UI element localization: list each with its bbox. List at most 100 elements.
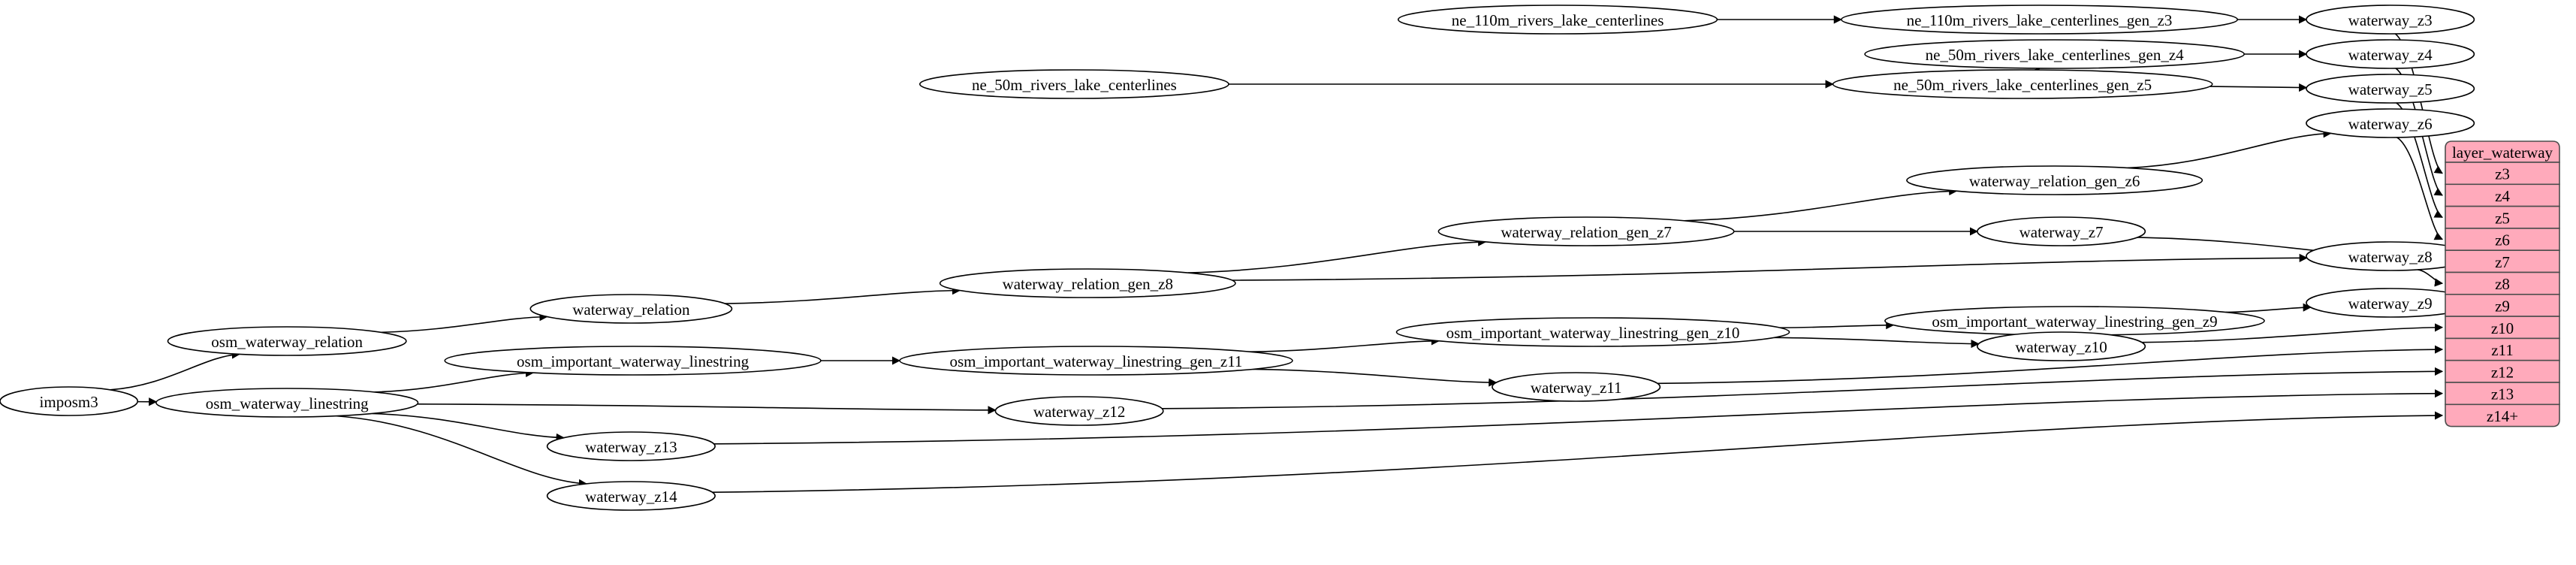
table-row-label: z8: [2495, 275, 2510, 293]
layer-waterway-table: layer_waterway z3 z4 z5 z6 z7 z8 z9 z10 z11 z12 z13…: [2445, 140, 2560, 428]
node-label: ne_110m_rivers_lake_centerlines: [1452, 11, 1664, 29]
graph-node-waterway_z14[interactable]: waterway_z14: [546, 481, 716, 511]
table-row-z3[interactable]: z3: [2445, 162, 2560, 186]
node-label: ne_50m_rivers_lake_centerlines_gen_z5: [1893, 76, 2152, 94]
graph-edge: [1774, 337, 1980, 349]
node-label: waterway_z7: [2019, 223, 2104, 241]
graph-node-osm_important_waterway_linestring_gen_z10[interactable]: osm_important_waterway_linestring_gen_z1…: [1395, 317, 1790, 347]
table-row-z12[interactable]: z12: [2445, 359, 2560, 383]
graph-edge: [2141, 323, 2444, 343]
table-row-label: z14+: [2487, 407, 2518, 425]
table-header: layer_waterway: [2445, 140, 2560, 163]
table-row-label: z5: [2495, 209, 2510, 227]
graph-node-waterway_z7[interactable]: waterway_z7: [1977, 216, 2146, 246]
node-label: waterway_z13: [585, 438, 677, 456]
graph-node-imposm3[interactable]: imposm3: [0, 386, 139, 416]
node-label: waterway_z8: [2348, 248, 2433, 266]
table-row-label: z9: [2495, 297, 2510, 315]
edge-layer: [110, 15, 2472, 494]
graph-node-waterway_relation_gen_z6[interactable]: waterway_relation_gen_z6: [1906, 165, 2203, 195]
graph-node-osm_important_waterway_linestring_gen_z9[interactable]: osm_important_waterway_linestring_gen_z9: [1884, 306, 2265, 336]
node-label: waterway_relation: [572, 301, 690, 319]
graph-edge: [1250, 337, 1440, 353]
node-label: osm_important_waterway_linestring_gen_z9: [1932, 313, 2217, 331]
table-row-z14plus[interactable]: z14+: [2445, 403, 2560, 428]
node-label: waterway_z3: [2348, 11, 2433, 29]
graph-node-waterway_z5[interactable]: waterway_z5: [2306, 74, 2475, 104]
table-row-z5[interactable]: z5: [2445, 205, 2560, 229]
graph-node-ne_110m_rivers_lake_centerlines[interactable]: ne_110m_rivers_lake_centerlines: [1397, 5, 1718, 35]
graph-edge: [2127, 129, 2332, 169]
graph-edge: [417, 403, 997, 415]
node-label: osm_waterway_linestring: [206, 394, 369, 412]
graph-node-waterway_z13[interactable]: waterway_z13: [546, 431, 716, 461]
graph-node-waterway_z4[interactable]: waterway_z4: [2306, 39, 2475, 69]
graph-node-waterway_z3[interactable]: waterway_z3: [2306, 5, 2475, 35]
node-label: osm_important_waterway_linestring: [517, 352, 750, 370]
node-label: ne_50m_rivers_lake_centerlines: [972, 76, 1177, 94]
graph-edge: [372, 412, 565, 442]
graph-edge: [712, 411, 2444, 494]
graph-node-ne_50m_rivers_lake_centerlines_gen_z5[interactable]: ne_50m_rivers_lake_centerlines_gen_z5: [1832, 69, 2213, 99]
table-row-z9[interactable]: z9: [2445, 293, 2560, 317]
graph-edge: [110, 350, 241, 391]
node-label: waterway_z6: [2348, 115, 2433, 133]
graph-edge: [2210, 83, 2308, 92]
node-label: waterway_z10: [2015, 338, 2107, 356]
graph-edge: [1188, 237, 1487, 273]
graph-edge: [2225, 303, 2312, 313]
graph-node-waterway_relation_gen_z8[interactable]: waterway_relation_gen_z8: [939, 268, 1236, 298]
table-row-z7[interactable]: z7: [2445, 249, 2560, 273]
node-label: waterway_z4: [2348, 46, 2433, 64]
table-row-label: z6: [2495, 231, 2510, 249]
table-row-label: z12: [2491, 363, 2514, 381]
table-row-label: z11: [2491, 341, 2514, 359]
node-label: waterway_z12: [1033, 403, 1125, 421]
graph-node-osm_important_waterway_linestring_gen_z11[interactable]: osm_important_waterway_linestring_gen_z1…: [899, 346, 1293, 376]
graph-edge: [1162, 367, 2444, 409]
graph-node-ne_110m_rivers_lake_centerlines_gen_z3[interactable]: ne_110m_rivers_lake_centerlines_gen_z3: [1840, 5, 2239, 35]
node-label: osm_waterway_relation: [211, 333, 363, 351]
table-row-label: z10: [2491, 319, 2514, 337]
graph-edge: [374, 368, 535, 393]
node-label: waterway_z9: [2348, 295, 2433, 313]
table-row-z13[interactable]: z13: [2445, 382, 2560, 406]
graph-edge: [1779, 321, 1895, 330]
graph-node-waterway_z6[interactable]: waterway_z6: [2306, 108, 2475, 138]
graph-node-waterway_relation[interactable]: waterway_relation: [529, 294, 733, 324]
table-row-z10[interactable]: z10: [2445, 316, 2560, 340]
node-label: waterway_relation_gen_z6: [1969, 172, 2140, 190]
node-label: osm_important_waterway_linestring_gen_z1…: [1446, 324, 1740, 342]
graph-node-waterway_z12[interactable]: waterway_z12: [994, 396, 1164, 426]
node-layer: imposm3 osm_waterway_relation osm_waterway…: [0, 5, 2475, 511]
graph-edge: [1684, 186, 1958, 222]
graph-node-waterway_z11[interactable]: waterway_z11: [1492, 372, 1661, 402]
graph-node-ne_50m_rivers_lake_centerlines[interactable]: ne_50m_rivers_lake_centerlines: [918, 69, 1229, 99]
table-header-label: layer_waterway: [2452, 144, 2553, 162]
graph-node-osm_important_waterway_linestring[interactable]: osm_important_waterway_linestring: [444, 346, 822, 376]
graph-node-waterway_z10[interactable]: waterway_z10: [1977, 331, 2146, 361]
graph-node-osm_waterway_relation[interactable]: osm_waterway_relation: [167, 326, 407, 356]
node-label: waterway_relation_gen_z7: [1501, 223, 1671, 241]
graph-node-waterway_z9[interactable]: waterway_z9: [2306, 288, 2475, 318]
table-row-label: z7: [2495, 253, 2510, 271]
node-label: waterway_relation_gen_z8: [1003, 275, 1173, 293]
table-row-z6[interactable]: z6: [2445, 228, 2560, 251]
table-row-z8[interactable]: z8: [2445, 271, 2560, 295]
table-row-label: z4: [2495, 187, 2510, 205]
table-row-label: z13: [2491, 385, 2514, 403]
node-label: ne_50m_rivers_lake_centerlines_gen_z4: [1926, 46, 2185, 64]
node-label: ne_110m_rivers_lake_centerlines_gen_z3: [1907, 11, 2173, 29]
graph-node-waterway_relation_gen_z7[interactable]: waterway_relation_gen_z7: [1437, 216, 1735, 246]
table-row-z11[interactable]: z11: [2445, 337, 2560, 361]
graph-node-osm_waterway_linestring[interactable]: osm_waterway_linestring: [155, 388, 419, 418]
table-row-z4[interactable]: z4: [2445, 183, 2560, 207]
node-label: waterway_z14: [585, 488, 677, 506]
graph-edge: [713, 389, 2444, 445]
graph-edge: [2397, 137, 2444, 240]
table-row-label: z3: [2495, 165, 2510, 183]
graph-node-waterway_z8[interactable]: waterway_z8: [2306, 241, 2475, 271]
graph-node-ne_50m_rivers_lake_centerlines_gen_z4[interactable]: ne_50m_rivers_lake_centerlines_gen_z4: [1864, 39, 2245, 69]
